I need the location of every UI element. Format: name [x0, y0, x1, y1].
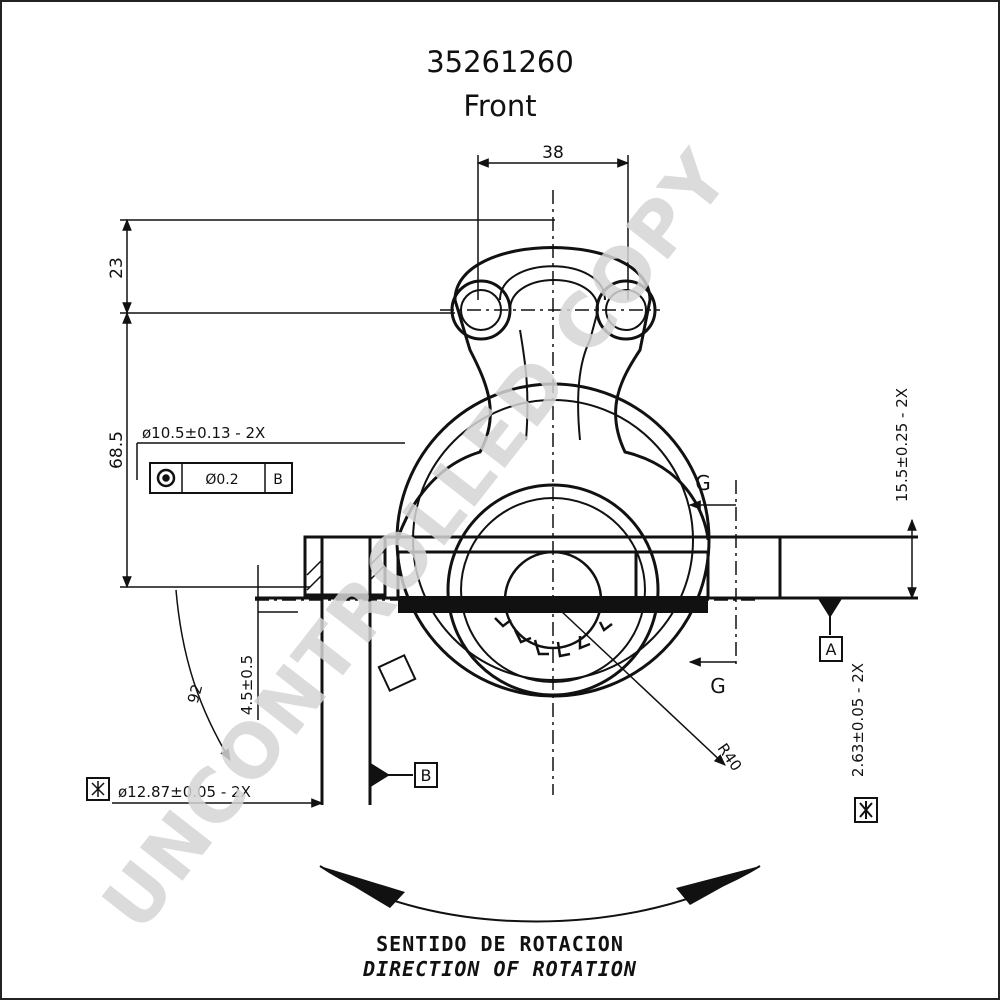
pilot-dia-text: ø12.87±0.05 - 2X [118, 783, 251, 801]
dim-23 [120, 218, 555, 589]
arc-92 [175, 589, 231, 762]
datum-a-label: A [826, 640, 837, 659]
datum-a-symbol [818, 598, 843, 662]
dim-38-text: 38 [542, 143, 564, 163]
section-g-markers [688, 480, 737, 667]
r40-leader [559, 609, 726, 766]
hole-dia-text: ø10.5±0.13 - 2X [142, 424, 265, 442]
dim-r40-text: R40 [714, 740, 746, 775]
dim-4-5 [257, 565, 298, 720]
rotation-arrowhead-right [676, 866, 760, 905]
hatching [306, 549, 386, 591]
stud [377, 653, 417, 693]
watermark: UNCONTROLLED COPY [86, 135, 746, 947]
section-g-top: G [695, 471, 711, 495]
hole-callout [136, 442, 405, 494]
datum-b-symbol [371, 762, 438, 788]
position-tol-text: Ø0.2 [205, 472, 238, 488]
dim-23-text: 23 [107, 257, 127, 279]
datum-b-label: B [421, 766, 432, 785]
rotation-label-spanish: SENTIDO DE ROTACION [376, 932, 624, 956]
drive-plate [398, 596, 708, 613]
dim-15-5-text: 15.5±0.25 - 2X [893, 388, 911, 502]
part-number: 35261260 [426, 45, 574, 79]
special-char-box-right [854, 797, 878, 823]
pilot-callout [86, 777, 324, 808]
dim-92-text: 92 [184, 682, 206, 705]
dim-4-5-text: 4.5±0.5 [238, 655, 256, 715]
datum-b-ref-text: B [273, 472, 283, 488]
dim-2-63-text: 2.63±0.05 - 2X [849, 663, 867, 777]
section-g-bottom: G [710, 674, 726, 698]
rotation-label-english: DIRECTION OF ROTATION [363, 957, 637, 981]
view-title: Front [463, 89, 537, 123]
dim-68-5-text: 68.5 [107, 431, 127, 469]
dim-38 [476, 155, 630, 300]
rotation-arrowhead-left [320, 866, 405, 908]
